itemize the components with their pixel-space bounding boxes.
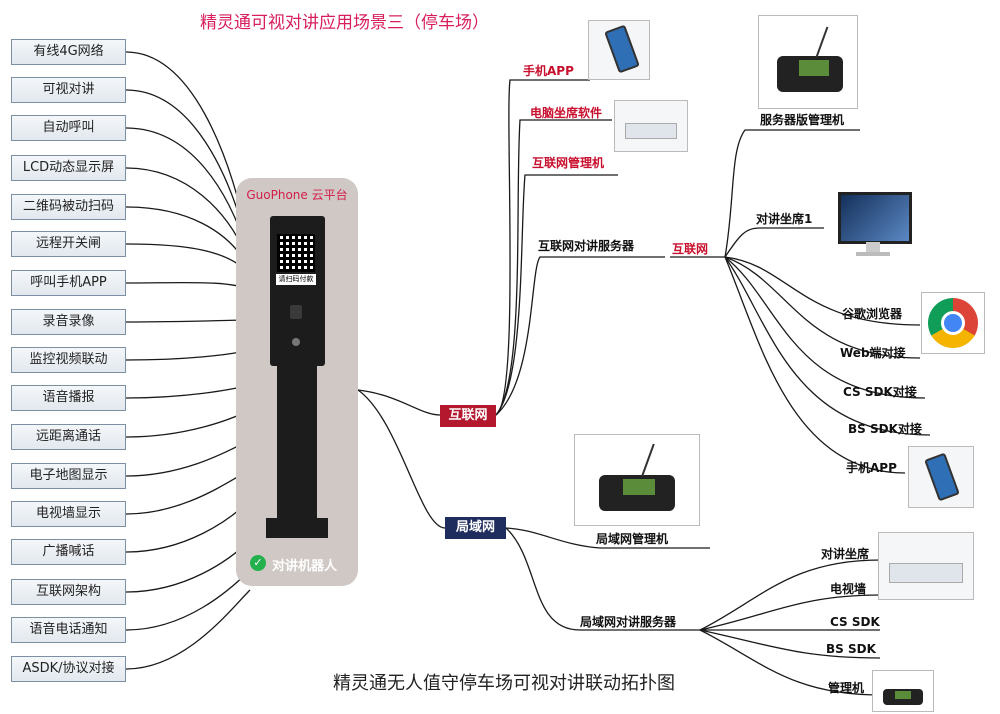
chrome-label: 谷歌浏览器 (842, 307, 903, 321)
internet-hub-label: 互联网 (672, 242, 709, 256)
check-circle-icon: ✓ (250, 555, 266, 571)
server-manager-image (758, 15, 858, 109)
qr-caption: 请扫码付款 (276, 274, 316, 285)
kiosk-pole (277, 366, 317, 520)
app-phone-image (908, 446, 974, 508)
bs-sdk-label: BS SDK对接 (848, 422, 922, 436)
cs-sdk-label: CS SDK对接 (843, 385, 917, 399)
desktop-software-label: 电脑坐席软件 (530, 106, 603, 120)
seat1-label: 对讲坐席1 (756, 212, 813, 226)
feature-item: 监控视频联动 (11, 347, 126, 373)
feature-item: 自动呼叫 (11, 115, 126, 141)
robot-label: 对讲机器人 (272, 559, 338, 574)
lan-manager-child-label: 管理机 (828, 681, 865, 695)
feature-item: 有线4G网络 (11, 39, 126, 65)
feature-item: 语音电话通知 (11, 617, 126, 643)
feature-item: 远距离通话 (11, 424, 126, 450)
web-label: Web端对接 (840, 346, 906, 360)
feature-item: 可视对讲 (11, 77, 126, 103)
kiosk-base (266, 518, 328, 538)
qr-code-icon (277, 234, 315, 272)
desktop-seat-image (614, 100, 688, 152)
server-manager-label: 服务器版管理机 (760, 113, 845, 127)
tv-wall-label: 电视墙 (830, 582, 867, 596)
app-label: 手机APP (846, 461, 897, 475)
platform-label: GuoPhone 云平台 (246, 188, 348, 202)
feature-item: 二维码被动扫码 (11, 194, 126, 220)
speaker-icon (292, 338, 300, 346)
lan-seat-image (878, 532, 974, 600)
lan-tag: 局域网 (445, 517, 506, 539)
feature-item: LCD动态显示屏 (11, 155, 126, 181)
internet-server-label: 互联网对讲服务器 (538, 239, 635, 253)
internet-tag: 互联网 (440, 405, 496, 427)
feature-item: 电子地图显示 (11, 463, 126, 489)
camera-icon (290, 305, 302, 319)
lan-manager-image (574, 434, 700, 526)
diagram-caption: 精灵通无人值守停车场可视对讲联动拓扑图 (333, 673, 675, 694)
feature-item: 录音录像 (11, 309, 126, 335)
phone-image (588, 20, 650, 80)
feature-item: ASDK/协议对接 (11, 656, 126, 682)
lan-server-label: 局域网对讲服务器 (580, 615, 677, 629)
lan-bs-sdk-label: BS SDK (826, 642, 876, 656)
lan-cs-sdk-label: CS SDK (830, 615, 880, 629)
feature-item: 语音播报 (11, 385, 126, 411)
lan-seat-label: 对讲坐席 (821, 547, 870, 561)
lan-manager-label: 局域网管理机 (596, 532, 669, 546)
mobile-app-label: 手机APP (523, 64, 574, 78)
feature-item: 互联网架构 (11, 579, 126, 605)
feature-item: 呼叫手机APP (11, 270, 126, 296)
monitor-image (824, 188, 920, 263)
feature-item: 远程开关闸 (11, 231, 126, 257)
small-manager-image (872, 670, 934, 712)
diagram-title: 精灵通可视对讲应用场景三（停车场） (200, 13, 489, 33)
feature-item: 广播喊话 (11, 539, 126, 565)
chrome-icon (921, 292, 985, 354)
feature-item: 电视墙显示 (11, 501, 126, 527)
internet-manager-label: 互联网管理机 (532, 156, 605, 170)
